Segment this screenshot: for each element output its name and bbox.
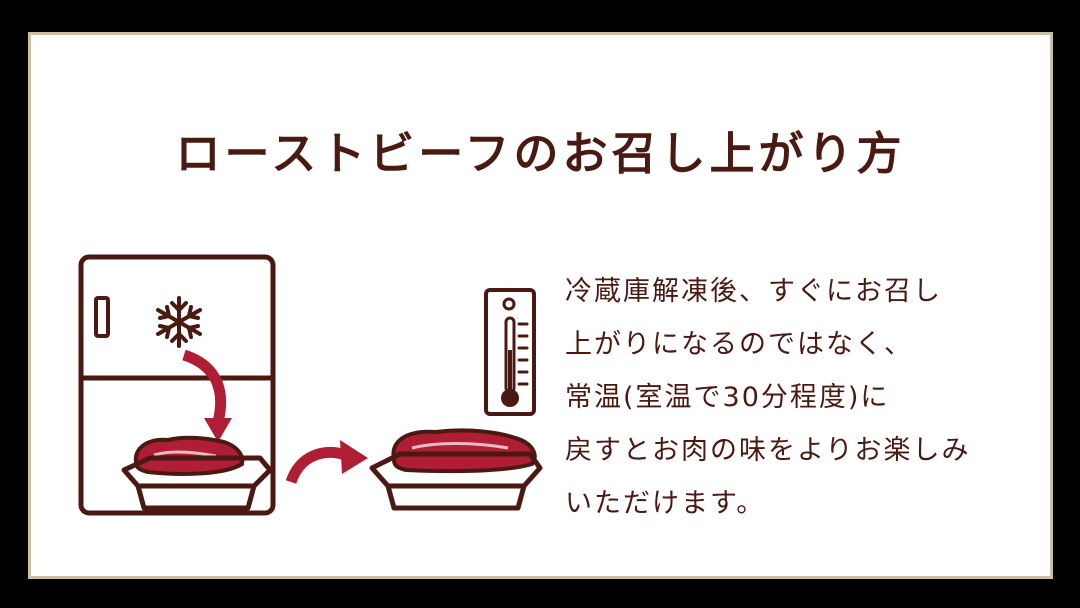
thawing-illustration (78, 254, 543, 516)
instruction-line: 戻すとお肉の味をよりお楽しみ (565, 435, 971, 466)
instruction-line: 常温(室温で30分程度)に (565, 382, 890, 413)
instruction-text: 冷蔵庫解凍後、すぐにお召し 上がりになるのではなく、 常温(室温で30分程度)に… (565, 265, 1035, 530)
tray-icon (369, 451, 543, 511)
arrow-down-icon (182, 349, 227, 424)
thermometer-icon (484, 288, 536, 416)
instruction-line: 冷蔵庫解凍後、すぐにお召し (565, 276, 942, 307)
page-title: ローストビーフのお召し上がり方 (175, 127, 906, 180)
tray-icon (121, 455, 273, 511)
instruction-line: いただけます。 (565, 488, 766, 519)
arrow-right-icon (285, 446, 348, 485)
snowflake-icon (156, 296, 202, 348)
instruction-card: ローストビーフのお召し上がり方 (28, 32, 1053, 579)
arrow-down-head (204, 418, 232, 442)
arrow-right-head (340, 440, 368, 474)
instruction-line: 上がりになるのではなく、 (565, 329, 913, 360)
roast-beef-icon (391, 428, 537, 474)
